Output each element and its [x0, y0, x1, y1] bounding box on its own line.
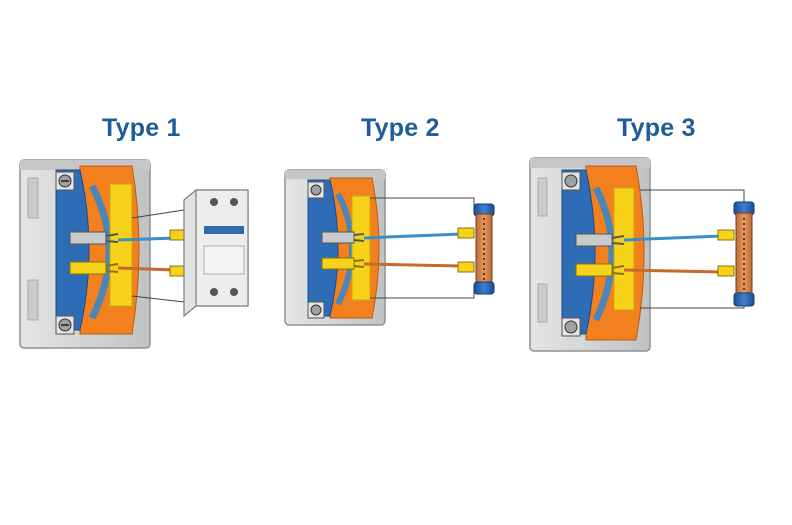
- type-1-illustration: [19, 159, 249, 349]
- connector-tab-top: [717, 229, 735, 241]
- fork-contact-icon: [69, 231, 119, 245]
- wire-orange: [363, 262, 463, 268]
- yellow-contact-icon: [575, 263, 625, 277]
- cartridge-fuse: [473, 203, 495, 295]
- wire-blue: [363, 232, 463, 240]
- wire-orange: [117, 266, 177, 272]
- wire-blue: [623, 234, 723, 242]
- connector-tab-bottom: [717, 265, 735, 277]
- yellow-contact-icon: [321, 257, 365, 270]
- fork-contact-icon: [321, 231, 365, 244]
- inner-coil: [592, 186, 616, 322]
- inner-yellow-block: [109, 183, 133, 307]
- inner-yellow-block: [613, 187, 635, 311]
- type-3-illustration: [529, 157, 755, 352]
- inner-coil: [88, 184, 113, 320]
- type-2-illustration: [284, 169, 495, 326]
- wire-blue: [117, 236, 177, 242]
- terminal-screw-icon: [55, 315, 75, 335]
- inner-yellow-block: [351, 195, 371, 301]
- inner-blue-module: [307, 179, 339, 317]
- terminal-screw-icon: [561, 317, 581, 337]
- din-rail-module: [183, 189, 249, 318]
- connector-tab-bottom: [457, 261, 475, 273]
- connector-tab-top: [457, 227, 475, 239]
- terminal-screw-icon: [307, 181, 325, 199]
- terminal-screw-icon: [307, 301, 325, 319]
- terminal-screw-icon: [561, 171, 581, 191]
- yellow-contact-icon: [69, 261, 119, 275]
- inner-blue-module: [55, 169, 90, 331]
- inner-blue-module: [561, 169, 596, 335]
- cartridge-fuse: [733, 201, 755, 307]
- panel-title-type-1: Type 1: [102, 114, 181, 142]
- wire-orange: [623, 268, 723, 274]
- fork-contact-icon: [575, 233, 625, 247]
- panel-title-type-2: Type 2: [361, 114, 440, 142]
- panel-title-type-3: Type 3: [617, 114, 696, 142]
- terminal-screw-icon: [55, 171, 75, 191]
